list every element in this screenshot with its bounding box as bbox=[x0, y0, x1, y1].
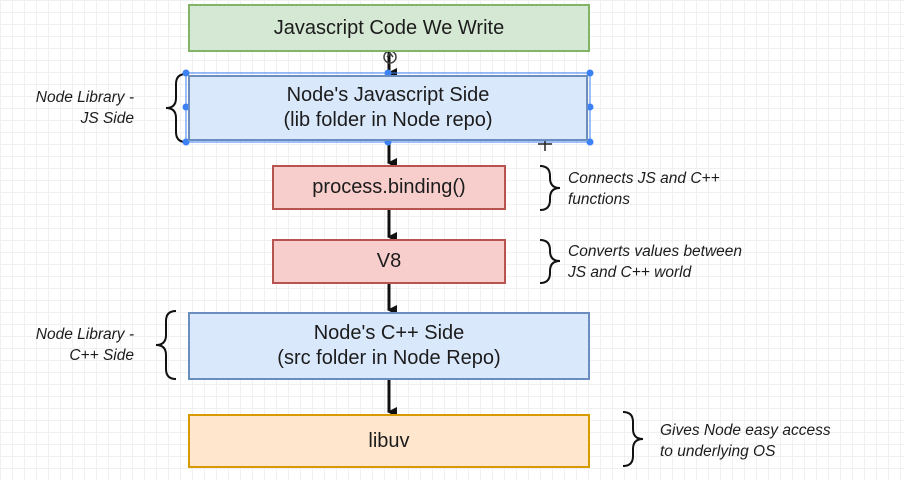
box-node-cpp-side-subtitle: (src folder in Node Repo) bbox=[277, 347, 501, 369]
brace-converts bbox=[539, 239, 561, 284]
box-node-cpp-side-title: Node's C++ Side bbox=[313, 322, 465, 344]
box-javascript-code-label: Javascript Code We Write bbox=[273, 16, 505, 39]
annotation-connects-line1: Connects JS and C++ bbox=[568, 170, 720, 187]
brace-gives-access bbox=[622, 411, 644, 467]
selection-handle[interactable] bbox=[384, 69, 392, 77]
annotation-converts-line1: Converts values between bbox=[568, 243, 743, 260]
annotation-converts: Converts values between JS and C++ world bbox=[568, 241, 808, 283]
annotation-node-library-js-line2: JS Side bbox=[80, 110, 134, 127]
annotation-node-library-cpp-line2: C++ Side bbox=[69, 347, 134, 364]
brace-node-library-cpp bbox=[155, 310, 177, 380]
selection-handle[interactable] bbox=[586, 138, 594, 146]
selection-handle[interactable] bbox=[182, 138, 190, 146]
annotation-node-library-js: Node Library - JS Side bbox=[4, 87, 134, 129]
box-node-javascript-side-subtitle: (lib folder in Node repo) bbox=[283, 109, 493, 131]
box-node-cpp-side[interactable]: Node's C++ Side (src folder in Node Repo… bbox=[188, 312, 590, 380]
box-node-javascript-side[interactable]: Node's Javascript Side (lib folder in No… bbox=[188, 75, 588, 141]
annotation-connects: Connects JS and C++ functions bbox=[568, 168, 788, 210]
annotation-node-library-cpp: Node Library - C++ Side bbox=[4, 324, 134, 366]
box-v8[interactable]: V8 bbox=[272, 239, 506, 284]
annotation-node-library-js-line1: Node Library - bbox=[35, 89, 134, 106]
box-node-javascript-side-title: Node's Javascript Side bbox=[286, 84, 490, 106]
annotation-gives-access-line1: Gives Node easy access bbox=[660, 422, 831, 439]
box-javascript-code[interactable]: Javascript Code We Write bbox=[188, 4, 590, 52]
brace-connects bbox=[539, 165, 561, 211]
annotation-converts-line2: JS and C++ world bbox=[568, 264, 692, 281]
selection-handle[interactable] bbox=[182, 103, 190, 111]
selection-handle[interactable] bbox=[586, 69, 594, 77]
box-libuv[interactable]: libuv bbox=[188, 414, 590, 468]
box-process-binding[interactable]: process.binding() bbox=[272, 165, 506, 210]
box-libuv-label: libuv bbox=[368, 429, 410, 452]
brace-node-library-js bbox=[165, 73, 187, 143]
annotation-gives-access-line2: to underlying OS bbox=[660, 443, 776, 460]
box-process-binding-label: process.binding() bbox=[312, 176, 466, 198]
box-v8-label: V8 bbox=[376, 250, 402, 272]
selection-handle[interactable] bbox=[182, 69, 190, 77]
selection-handle[interactable] bbox=[586, 103, 594, 111]
annotation-node-library-cpp-line1: Node Library - bbox=[35, 326, 134, 343]
annotation-gives-access: Gives Node easy access to underlying OS bbox=[660, 420, 900, 462]
annotation-connects-line2: functions bbox=[568, 191, 631, 208]
